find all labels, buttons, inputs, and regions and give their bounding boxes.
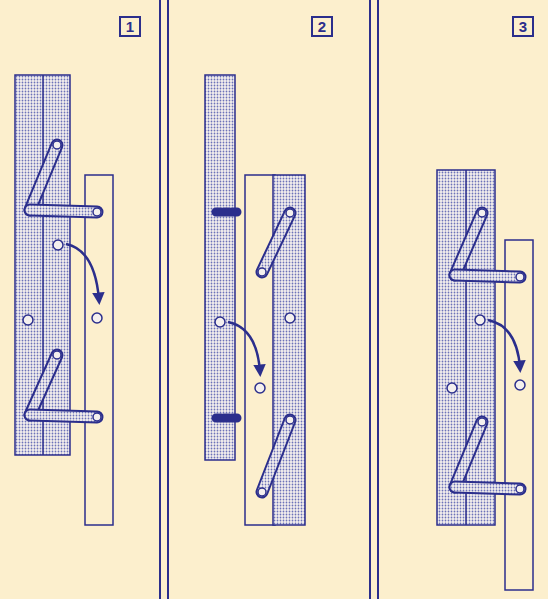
door-frame	[205, 75, 235, 460]
door-frame	[437, 170, 495, 525]
callout-box: 3	[512, 16, 534, 37]
door-leaf	[85, 175, 113, 525]
hinge-arm	[30, 145, 520, 492]
pivot-point	[23, 240, 525, 393]
door-leaf	[505, 240, 533, 590]
callout-box: 1	[119, 16, 141, 37]
callout-number: 2	[318, 19, 326, 34]
callout-box: 2	[311, 16, 333, 37]
door-frame	[15, 75, 70, 455]
hinge-pin	[53, 141, 524, 496]
callout-number: 1	[126, 19, 134, 34]
motion-arrow	[66, 244, 520, 372]
callout-number: 3	[519, 19, 527, 34]
panel-divider	[160, 0, 378, 599]
